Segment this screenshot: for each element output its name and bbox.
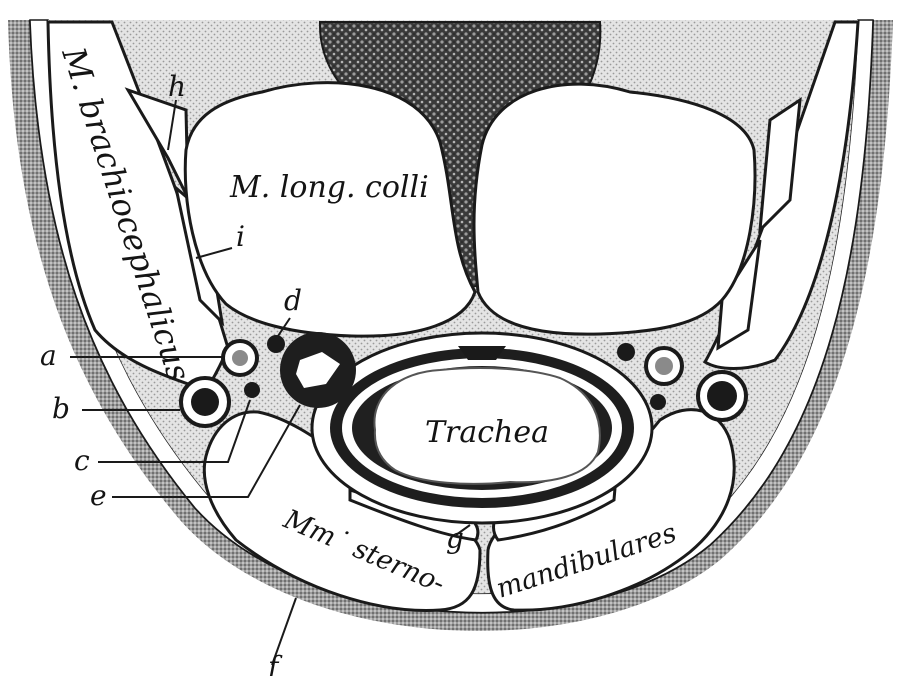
label-longus-colli: M. long. colli bbox=[229, 170, 429, 205]
vessel-c-left bbox=[244, 382, 260, 398]
label-a: a bbox=[40, 339, 57, 372]
nerve-d-left bbox=[267, 335, 285, 353]
label-h: h bbox=[168, 70, 186, 103]
label-trachea: Trachea bbox=[425, 415, 549, 450]
vessel-b-left bbox=[181, 378, 229, 426]
vessel-c-right bbox=[650, 394, 666, 410]
label-c: c bbox=[74, 444, 90, 477]
vessel-b-right bbox=[698, 372, 746, 420]
label-b: b bbox=[52, 392, 70, 425]
nerve-d-right bbox=[617, 343, 635, 361]
esophagus-e bbox=[280, 332, 356, 408]
label-d: d bbox=[284, 284, 302, 317]
label-g: g bbox=[446, 522, 464, 555]
label-e: e bbox=[90, 479, 107, 512]
label-i: i bbox=[236, 220, 245, 253]
vessel-a-right bbox=[646, 348, 682, 384]
vessel-a-left bbox=[223, 341, 257, 375]
longus-colli-right bbox=[474, 84, 755, 334]
